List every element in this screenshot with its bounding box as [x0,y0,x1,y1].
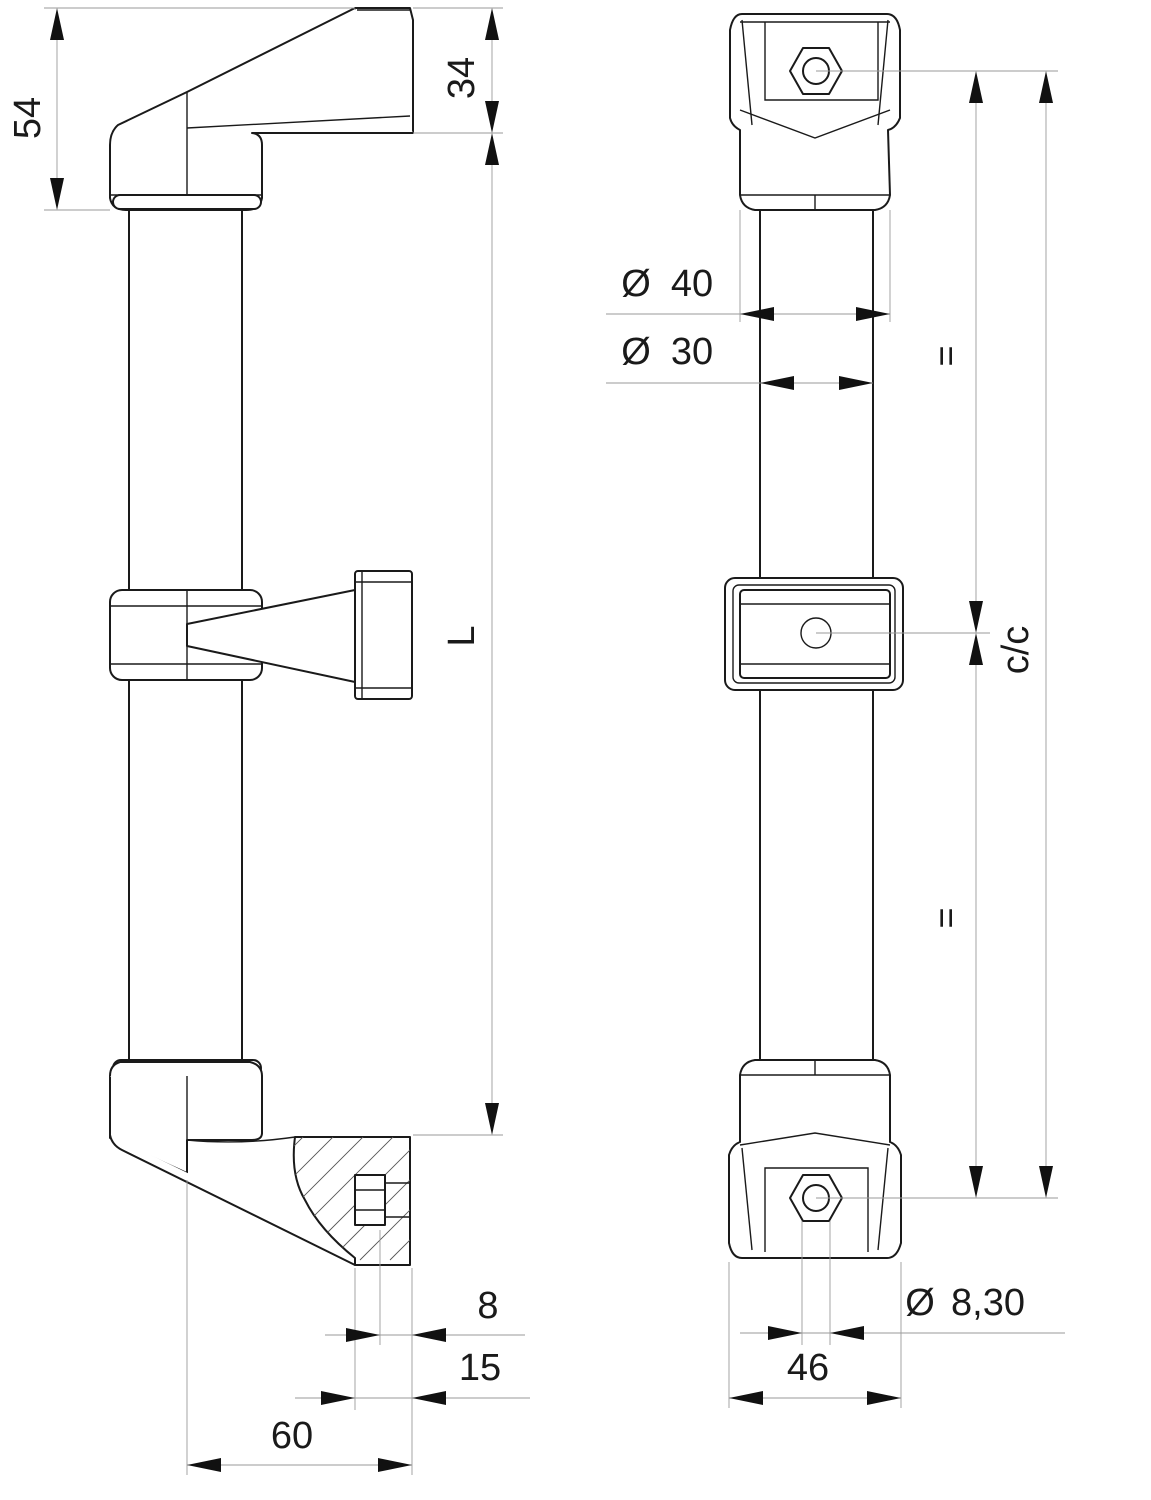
dim-hole-diameter-label: 8,30 [951,1282,1025,1324]
dim-hole-diameter-symbol: Ø [905,1282,935,1324]
front-bottom-bracket [728,1059,902,1259]
dim-thread-depth-label: 8 [477,1285,498,1327]
side-dimension-arrows [50,8,499,1472]
side-middle-bracket [109,570,413,700]
dim-outer-diameter-label: 40 [671,263,713,305]
dim-equal-top-label: = [925,345,966,366]
dim-equal-bottom-label: = [925,907,966,928]
side-bottom-bracket [109,1059,411,1266]
dim-length-label: L [441,625,483,646]
dim-top-offset-label: 34 [441,57,483,99]
front-top-bracket [729,13,901,211]
side-top-bracket [109,7,414,211]
dim-base-width-label: 46 [787,1347,829,1389]
side-view: 54 34 L 8 15 60 [7,7,530,1475]
dim-total-offset-label: 54 [7,97,49,139]
dim-insert-depth-label: 15 [459,1347,501,1389]
front-view: Ø 40 Ø 30 = = c/c Ø 8,30 46 [606,13,1065,1408]
front-middle-clamp [724,577,904,691]
dim-projection-label: 60 [271,1415,313,1457]
side-dimension-lines [44,7,530,1475]
front-dimension-arrows [729,71,1053,1405]
dim-inner-diameter-label: 30 [671,331,713,373]
dim-outer-diameter-symbol: Ø [621,263,651,305]
dim-inner-diameter-symbol: Ø [621,331,651,373]
dim-center-to-center-label: c/c [995,626,1037,675]
